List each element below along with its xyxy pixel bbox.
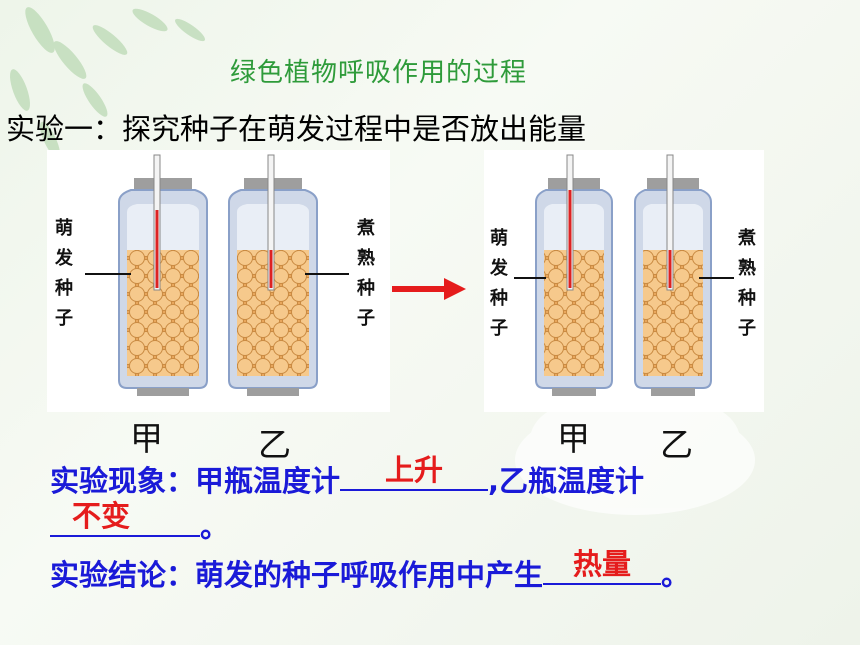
label-char: 煮 xyxy=(738,228,756,249)
label-boiled-seeds: 煮 熟 种 子 xyxy=(355,214,377,334)
jar-yi-right xyxy=(634,154,712,396)
answer-heat: 热量 xyxy=(573,547,632,581)
conclusion-line: 实验结论：萌发的种子呼吸作用中产生热量。 xyxy=(50,547,691,594)
label-char: 煮 xyxy=(357,218,375,239)
conclusion-prefix: 实验结论：萌发的种子呼吸作用中产生 xyxy=(50,558,544,592)
jar-name-yi-right: 乙 xyxy=(660,425,693,464)
answer-blank-2: 不变 xyxy=(50,499,200,537)
left-experiment-panel: 萌 发 种 子 煮 熟 种 子 xyxy=(47,150,390,412)
label-boiled-seeds: 煮 熟 种 子 xyxy=(736,224,758,344)
conclusion-suffix: 。 xyxy=(661,558,691,592)
page-title: 绿色植物呼吸作用的过程 xyxy=(230,58,528,88)
observation-line: 实验现象：甲瓶温度计 上升 ,乙瓶温度计 xyxy=(50,453,645,500)
label-char: 子 xyxy=(490,318,508,339)
observation-middle: ,乙瓶温度计 xyxy=(488,464,645,498)
right-arrow-icon xyxy=(392,278,466,300)
label-char: 熟 xyxy=(357,248,375,269)
label-char: 发 xyxy=(490,258,508,279)
label-char: 萌 xyxy=(490,228,508,249)
label-char: 种 xyxy=(490,288,508,309)
right-jars-illustration xyxy=(514,154,734,396)
jar-jia-right xyxy=(535,154,613,396)
label-char: 子 xyxy=(357,308,375,329)
label-char: 子 xyxy=(55,308,73,329)
label-char: 熟 xyxy=(738,258,756,279)
jar-yi-left xyxy=(228,154,318,396)
jar-name-jia-right: 甲 xyxy=(557,419,590,458)
label-char: 种 xyxy=(738,288,756,309)
label-char: 萌 xyxy=(55,218,73,239)
label-char: 种 xyxy=(357,278,375,299)
observation-suffix: 。 xyxy=(200,510,230,544)
label-char: 种 xyxy=(55,278,73,299)
label-char: 发 xyxy=(55,248,73,269)
jar-jia-left xyxy=(118,154,208,396)
left-jars-illustration xyxy=(85,154,349,396)
label-germinating-seeds: 萌 发 种 子 xyxy=(53,214,75,334)
observation-prefix: 实验现象：甲瓶温度计 xyxy=(50,464,341,498)
label-char: 子 xyxy=(738,318,756,339)
answer-unchanged: 不变 xyxy=(72,499,131,533)
observation-line-2: 不变 。 xyxy=(50,499,230,546)
answer-blank-3: 热量 xyxy=(543,547,662,585)
flower-decoration xyxy=(515,400,755,515)
answer-blank-1: 上升 xyxy=(340,453,489,491)
jar-name-jia-left: 甲 xyxy=(130,419,163,458)
experiment-subtitle: 实验一：探究种子在萌发过程中是否放出能量 xyxy=(6,112,587,146)
right-experiment-panel: 萌 发 种 子 煮 熟 种 子 xyxy=(484,150,764,412)
jar-name-yi-left: 乙 xyxy=(258,425,291,464)
willow-leaves-decoration xyxy=(10,7,206,159)
label-germinating-seeds: 萌 发 种 子 xyxy=(488,224,510,344)
answer-rise: 上升 xyxy=(385,453,444,487)
